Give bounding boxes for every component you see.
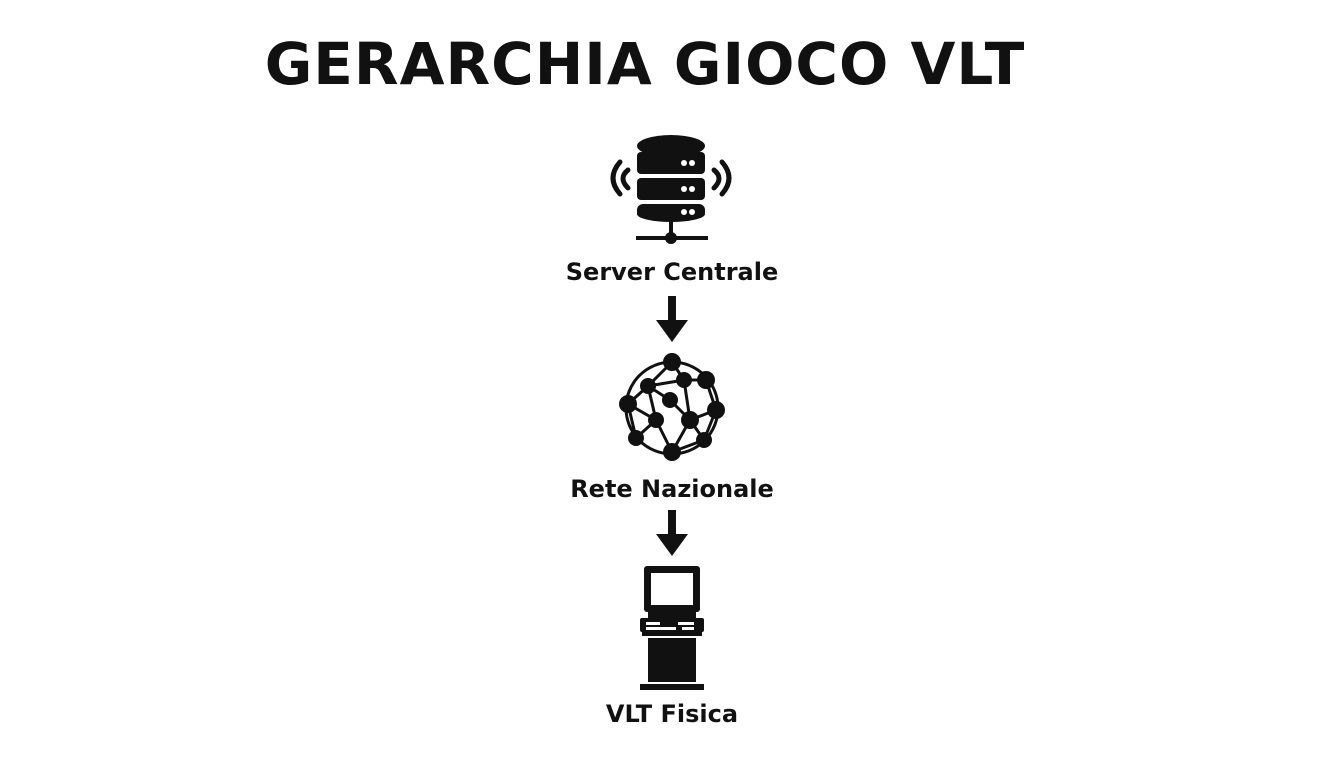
arrow-down-icon — [656, 296, 688, 342]
node-label-server-centrale: Server Centrale — [565, 258, 779, 286]
database-server-icon — [610, 135, 732, 244]
node-label-vlt-fisica: VLT Fisica — [605, 700, 739, 728]
diagram-title: GERARCHIA GIOCO VLT — [264, 30, 1026, 98]
arrow-down-icon — [656, 510, 688, 556]
vlt-terminal-icon — [640, 566, 704, 690]
node-label-rete-nazionale: Rete Nazionale — [570, 475, 774, 503]
network-globe-icon — [619, 353, 725, 461]
